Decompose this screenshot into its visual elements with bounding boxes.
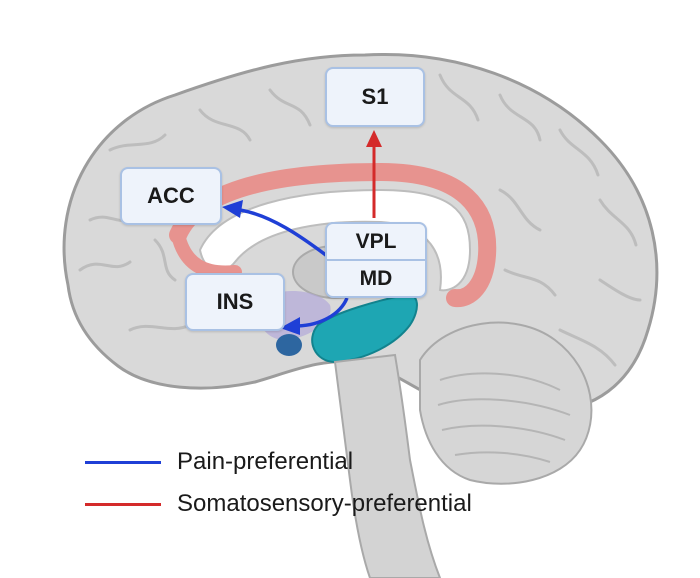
legend-swatch-somatosensory bbox=[85, 502, 161, 506]
region-box-thalamus: VPL MD bbox=[325, 222, 427, 298]
legend-item-pain: Pain-preferential bbox=[85, 448, 353, 476]
region-label-md: MD bbox=[359, 266, 393, 290]
region-label-vpl: VPL bbox=[355, 229, 397, 253]
pathway-vpl-s1 bbox=[366, 130, 382, 218]
legend-label-somatosensory: Somatosensory-preferential bbox=[177, 490, 472, 517]
corpus-callosum bbox=[198, 188, 472, 292]
gyri bbox=[78, 73, 642, 367]
legend-item-somatosensory: Somatosensory-preferential bbox=[85, 490, 472, 518]
cerebellum bbox=[419, 321, 593, 485]
thalamus-divider bbox=[327, 259, 425, 261]
pathway-md-acc bbox=[222, 200, 337, 264]
region-box-s1: S1 bbox=[325, 67, 425, 127]
region-label-ins: INS bbox=[216, 289, 254, 314]
legend-label-pain: Pain-preferential bbox=[177, 448, 354, 475]
region-label-s1: S1 bbox=[361, 84, 389, 109]
amygdala bbox=[276, 334, 302, 356]
cingulum-lower bbox=[171, 228, 242, 280]
cerebellum-folia bbox=[437, 372, 571, 463]
region-box-ins: INS bbox=[185, 273, 285, 331]
cingulum bbox=[169, 162, 497, 308]
region-label-acc: ACC bbox=[147, 183, 195, 208]
hippocampus bbox=[311, 293, 418, 364]
pathway-md-ins bbox=[280, 297, 349, 335]
region-box-acc: ACC bbox=[120, 167, 222, 225]
legend-swatch-pain bbox=[85, 460, 161, 464]
